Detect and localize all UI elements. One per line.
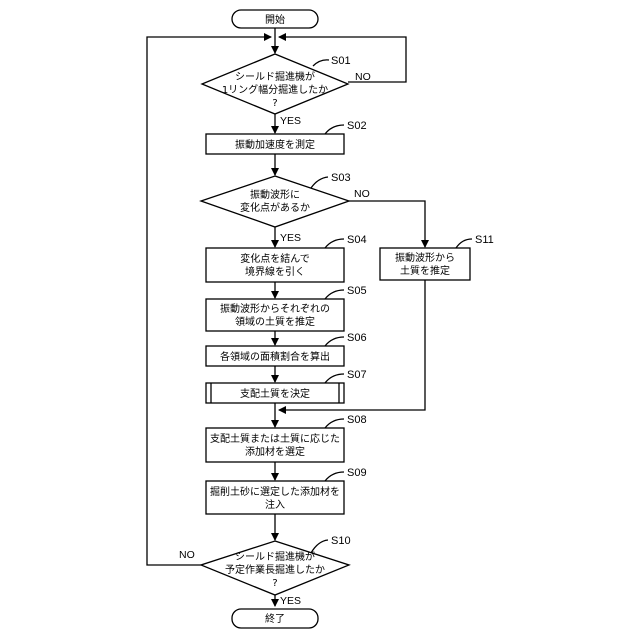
s07-leader	[325, 374, 344, 383]
s10-step-id: S10	[331, 535, 351, 547]
s02-text-line1: 振動加速度を測定	[235, 138, 315, 151]
start-label: 開始	[265, 13, 285, 26]
s11-text-line2: 土質を推定	[400, 264, 450, 277]
s01-text-line1: シールド掘進機が	[235, 70, 315, 83]
s11-step-id: S11	[475, 234, 494, 246]
s11-leader	[456, 239, 472, 248]
s07-step-id: S07	[347, 369, 367, 381]
s09-leader	[325, 472, 344, 481]
s03-leader	[311, 177, 328, 188]
s01-step-id: S01	[331, 55, 351, 67]
s01-no-label: NO	[355, 71, 371, 83]
s01-text-line3: ?	[272, 98, 277, 109]
s11-text-line1: 振動波形から	[395, 251, 455, 264]
s02-step-id: S02	[347, 120, 367, 132]
s08-leader	[325, 419, 344, 428]
s10-text-line3: ?	[272, 578, 277, 589]
s08-text-line1: 支配土質または土質に応じた	[210, 432, 340, 445]
s10-text-line2: 予定作業長掘進したか	[225, 563, 325, 576]
s03-decision	[201, 176, 349, 227]
s04-leader	[325, 239, 344, 248]
s08-text-line2: 添加材を選定	[245, 445, 305, 458]
s09-step-id: S09	[347, 467, 367, 479]
s08-step-id: S08	[347, 414, 367, 426]
s03-text-line1: 振動波形に	[250, 188, 300, 201]
s05-step-id: S05	[347, 285, 367, 297]
end-label: 終了	[265, 612, 285, 625]
s10-yes-label: YES	[280, 595, 301, 607]
s01-text-line2: 1リング幅分掘進したか	[222, 83, 328, 96]
s04-step-id: S04	[347, 234, 367, 246]
s04-text-line2: 境界線を引く	[245, 265, 305, 278]
s06-leader	[325, 337, 344, 346]
s10-text-line1: シールド掘進機が	[235, 550, 315, 563]
s02-leader	[325, 125, 344, 134]
s03-no-label: NO	[354, 188, 370, 200]
s06-step-id: S06	[347, 332, 367, 344]
s03-step-id: S03	[331, 172, 351, 184]
s04-text-line1: 変化点を結んで	[240, 252, 310, 265]
s05-leader	[325, 290, 344, 299]
s03-text-line2: 変化点があるか	[240, 201, 310, 214]
s03-yes-label: YES	[280, 232, 301, 244]
s10-no-label: NO	[179, 549, 195, 561]
s01-leader	[313, 60, 329, 66]
s09-text-line2: 注入	[265, 498, 285, 511]
s05-text-line1: 振動波形からそれぞれの	[220, 302, 330, 315]
s01-yes-label: YES	[280, 115, 301, 127]
s09-text-line1: 掘削土砂に選定した添加材を	[210, 485, 340, 498]
s05-text-line2: 領域の土質を推定	[235, 315, 315, 328]
s06-text-line1: 各領域の面積割合を算出	[220, 350, 330, 363]
s07-text-line1: 支配土質を決定	[240, 387, 310, 400]
